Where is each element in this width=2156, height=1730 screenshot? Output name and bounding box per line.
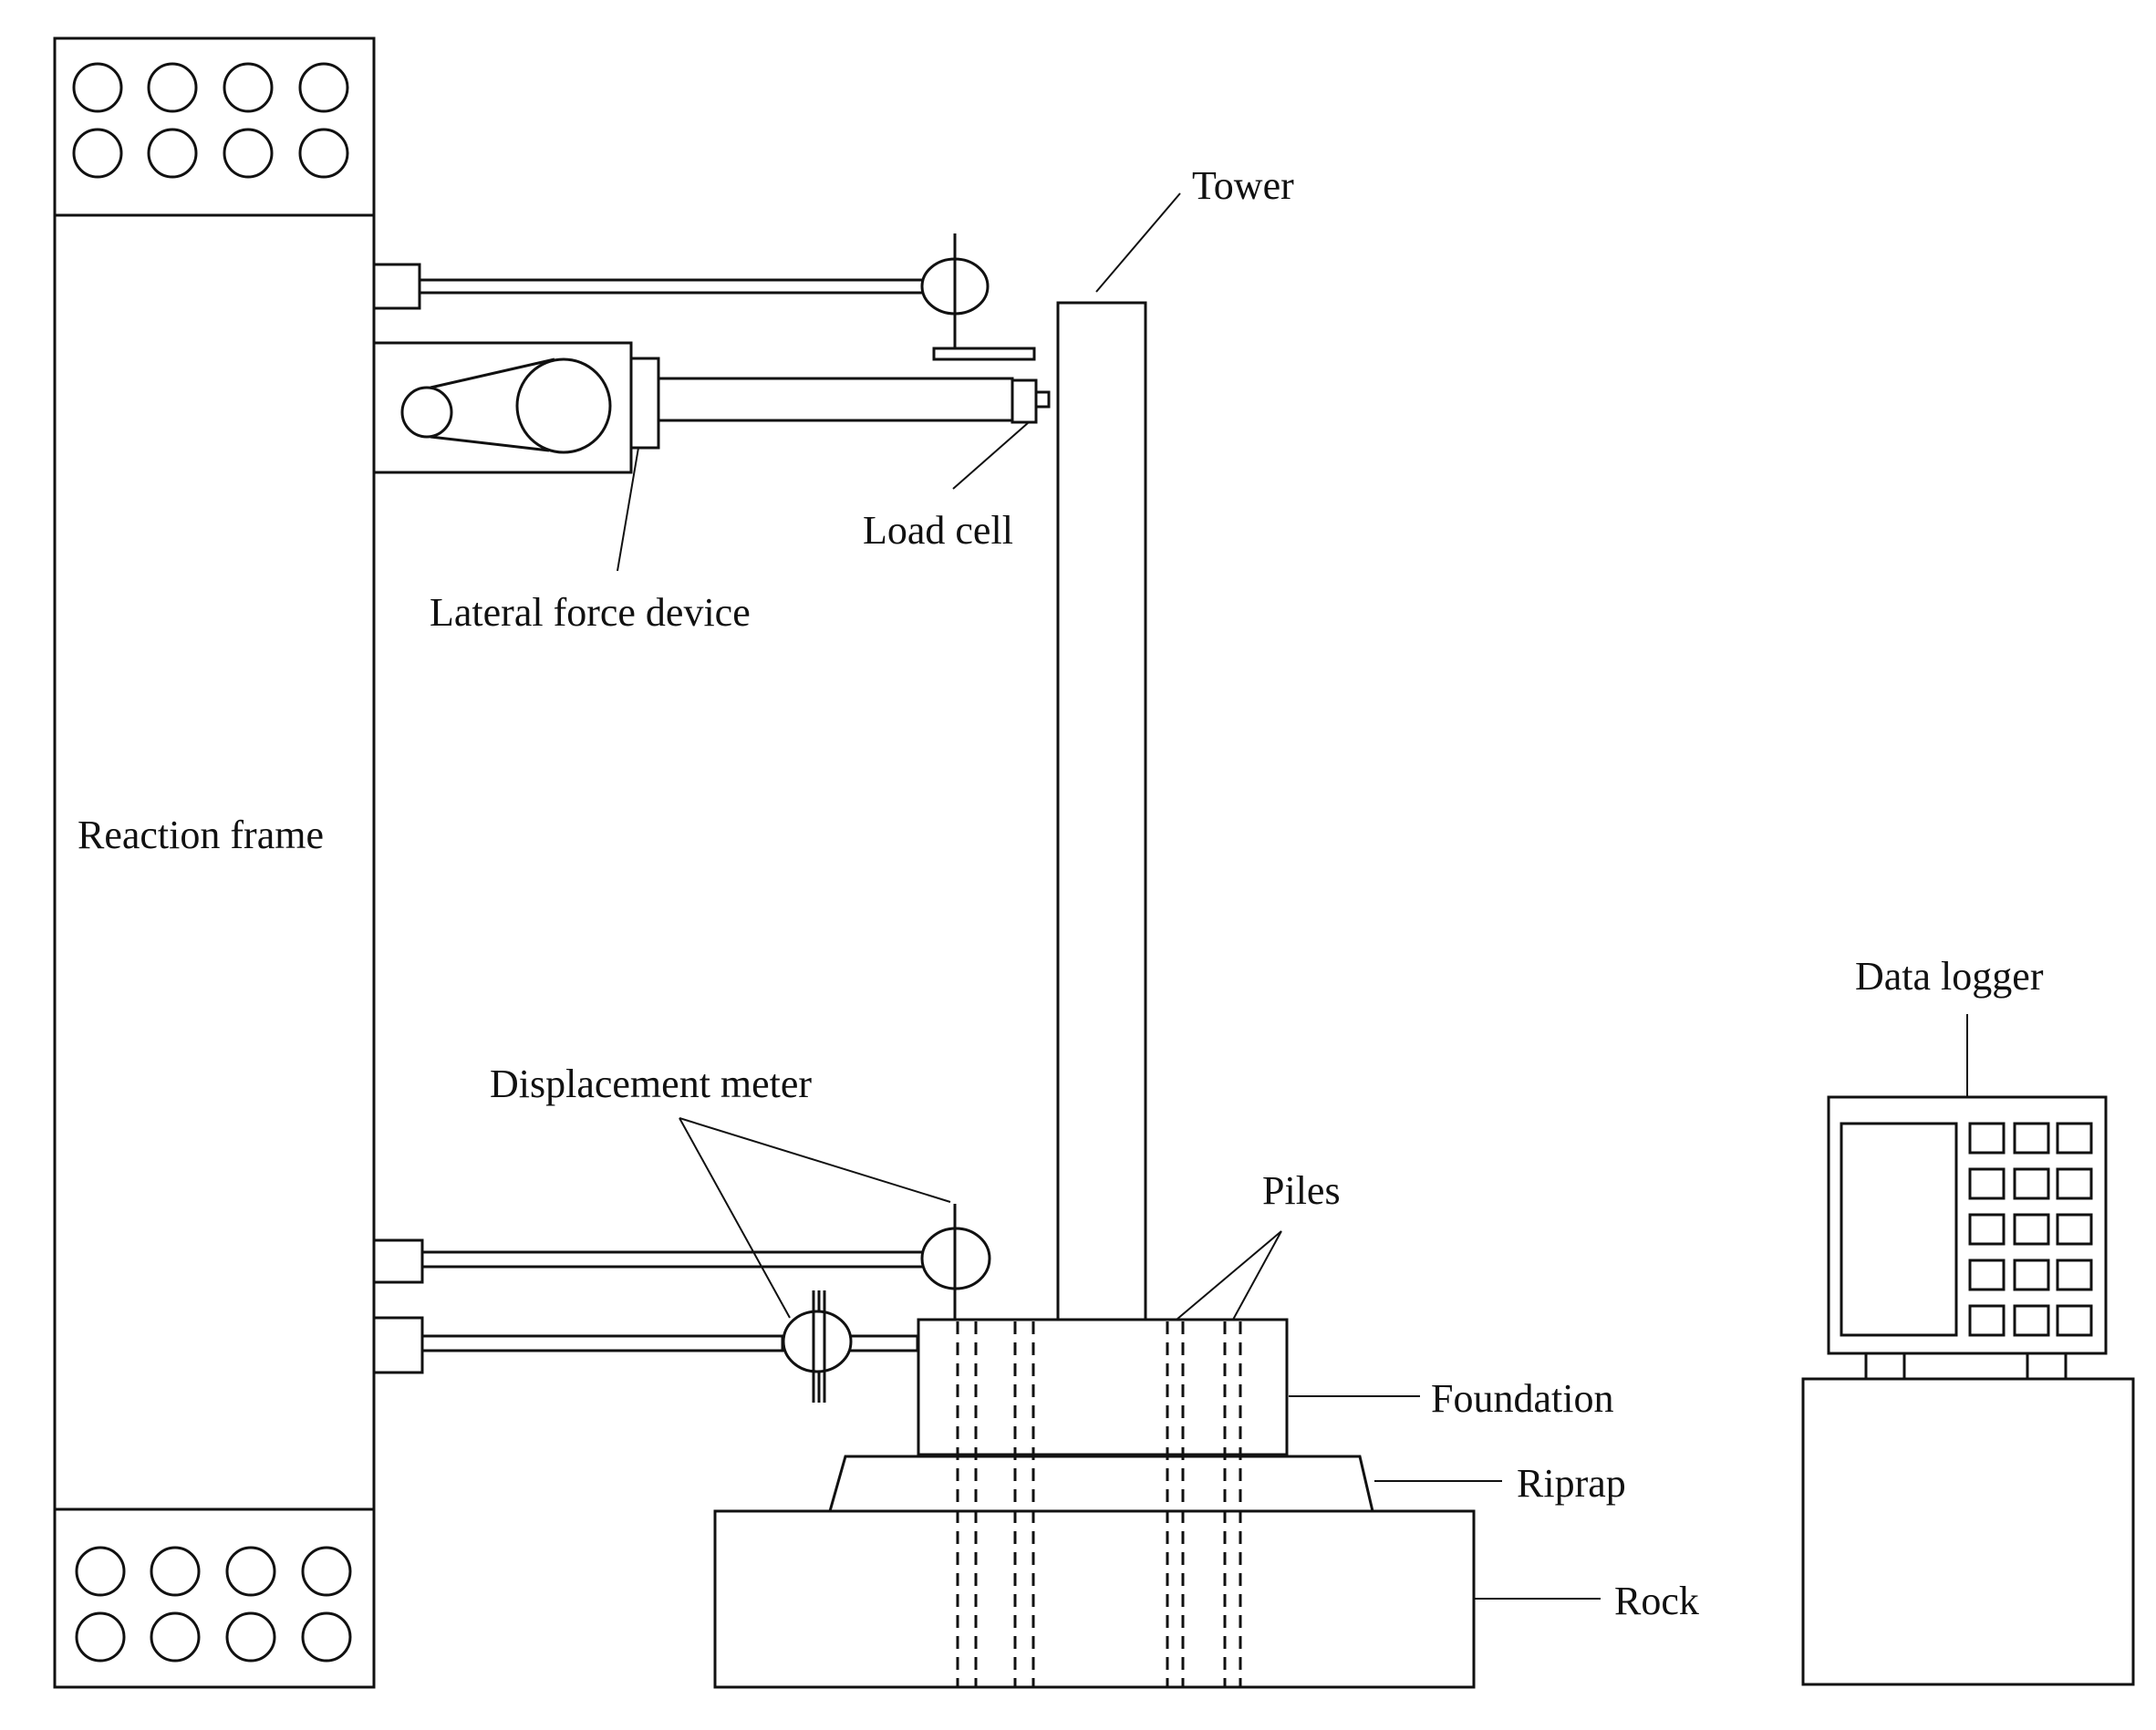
rock bbox=[713, 1509, 1476, 1689]
data-logger bbox=[1801, 1095, 2135, 1686]
label-lateral-force-device: Lateral force device bbox=[430, 590, 751, 635]
data-logger-body bbox=[1827, 1095, 2108, 1355]
label-rock: Rock bbox=[1614, 1579, 1699, 1623]
data-logger-keypad bbox=[1968, 1122, 2093, 1337]
data-logger-table bbox=[1801, 1377, 2135, 1686]
label-displacement-meter: Displacement meter bbox=[490, 1062, 812, 1106]
reaction-frame-body bbox=[53, 36, 376, 1689]
label-piles: Piles bbox=[1262, 1168, 1341, 1213]
leader-lines bbox=[617, 192, 1968, 1600]
label-data-logger: Data logger bbox=[1855, 954, 2044, 999]
displacement-meter-lower bbox=[372, 1290, 919, 1403]
label-load-cell: Load cell bbox=[863, 508, 1013, 553]
lateral-force-device bbox=[372, 341, 1014, 474]
displacement-meter-upper bbox=[372, 1204, 991, 1320]
foundation bbox=[917, 1318, 1289, 1456]
reaction-frame bbox=[53, 36, 376, 1689]
displacement-meter-top bbox=[372, 233, 1036, 361]
data-logger-screen bbox=[1840, 1122, 1958, 1337]
label-foundation: Foundation bbox=[1431, 1376, 1613, 1421]
anchor-bolts-top bbox=[72, 62, 349, 179]
piles bbox=[956, 1321, 1242, 1687]
label-tower: Tower bbox=[1192, 163, 1294, 208]
tower bbox=[1056, 301, 1147, 1321]
anchor-bolts-bottom bbox=[75, 1546, 352, 1663]
label-riprap: Riprap bbox=[1517, 1461, 1626, 1506]
load-cell bbox=[1011, 378, 1051, 424]
label-reaction-frame: Reaction frame bbox=[78, 813, 324, 857]
riprap bbox=[828, 1455, 1374, 1513]
